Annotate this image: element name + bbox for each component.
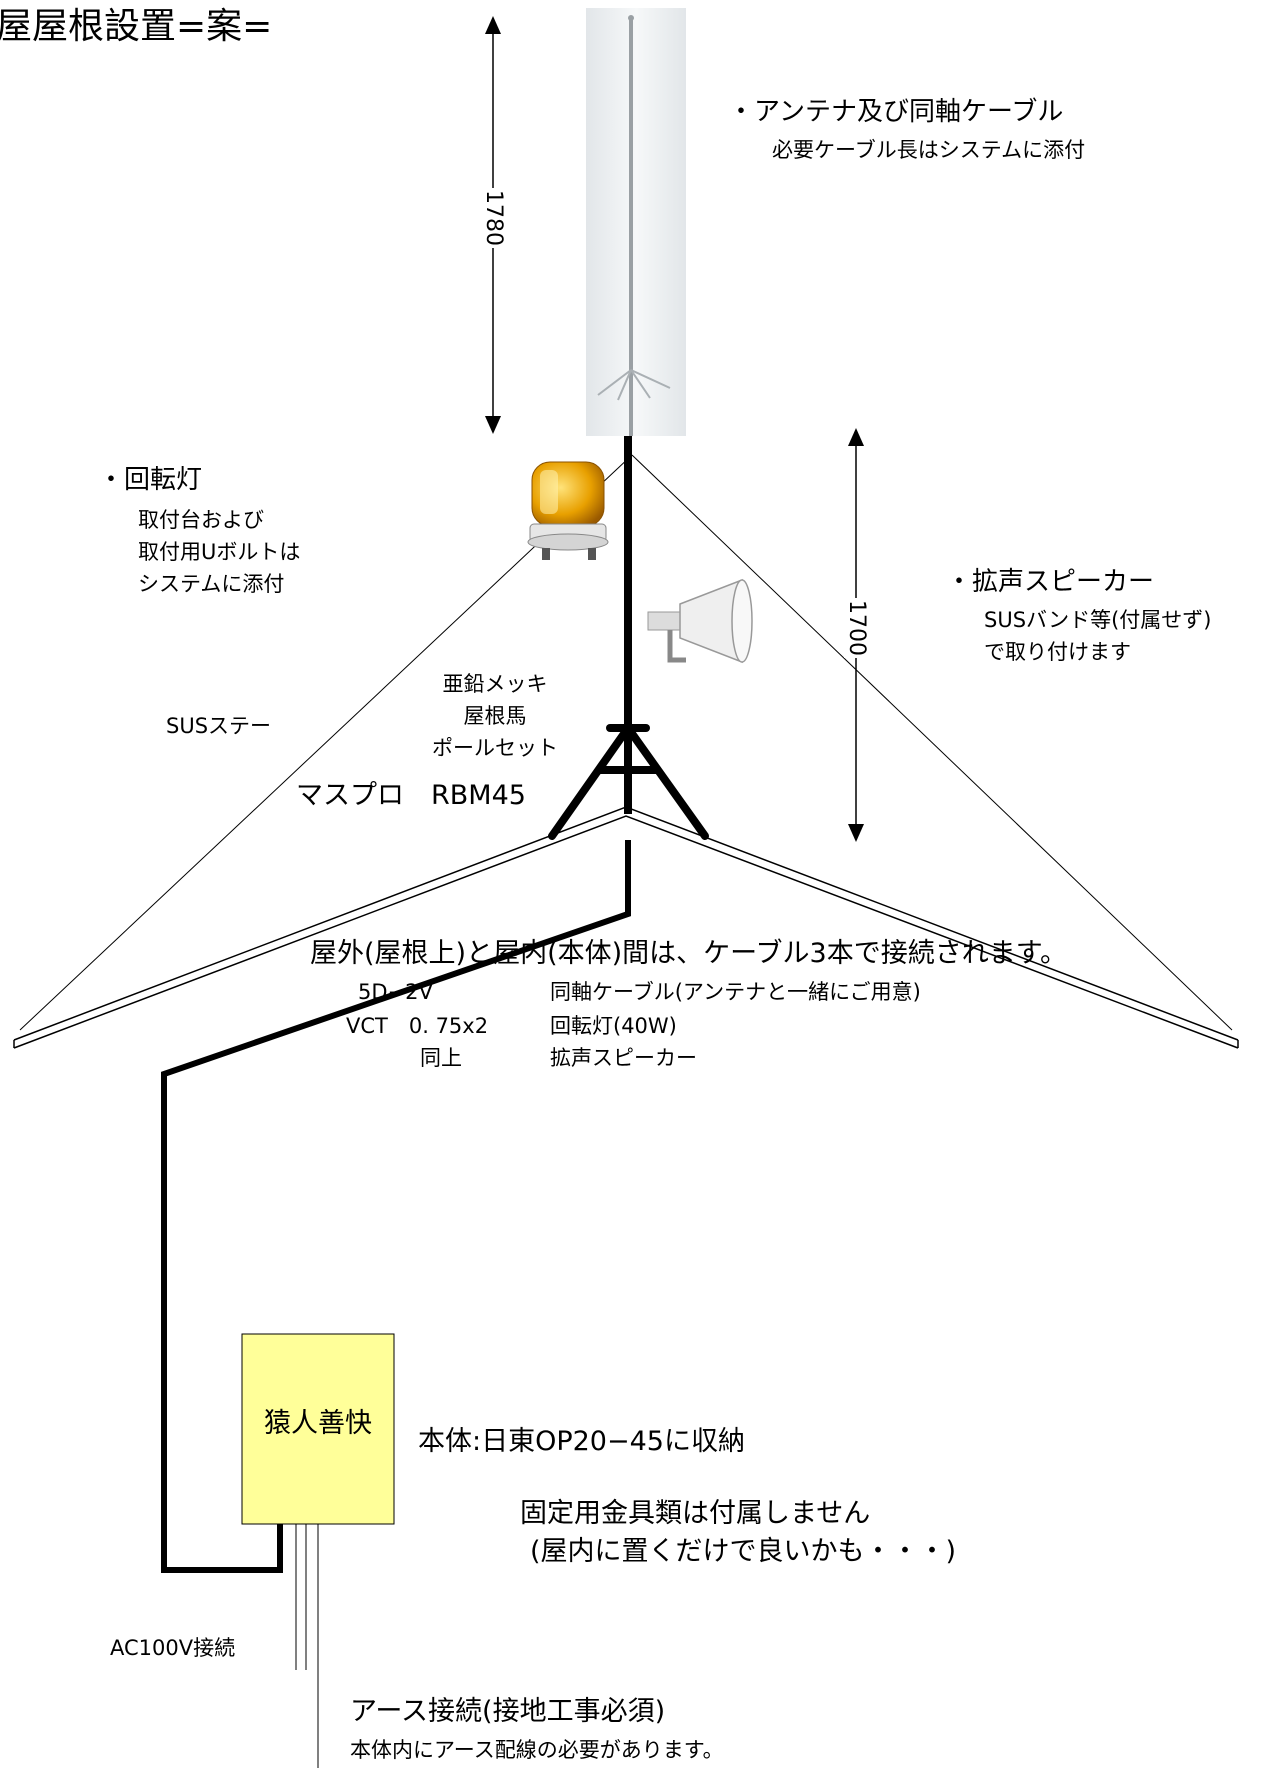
stay-wire-label: SUSステー <box>166 714 272 738</box>
dimension-label-pole: 1700 <box>843 598 869 658</box>
roof-inner-line <box>13 815 1239 1049</box>
antenna-radials <box>597 369 671 401</box>
beacon-label: ・回転灯 <box>98 465 203 495</box>
speaker-note-line: で取り付けます <box>984 640 1131 664</box>
horn-speaker-image <box>647 578 753 664</box>
roof-mount-tripod <box>548 724 709 840</box>
unit-note-line: (屋内に置くだけで良いかも・・・) <box>530 1536 957 1567</box>
beacon-note-line: 取付台および <box>138 508 264 532</box>
cable-heading: 屋外(屋根上)と屋内(本体)間は、ケーブル3本で接続されます。 <box>310 938 1067 969</box>
beacon-note-line: システムに添付 <box>138 572 285 596</box>
cable-use: 拡声スピーカー <box>550 1046 697 1070</box>
cable-type: 同上 <box>420 1046 462 1070</box>
mount-label-line: 屋根馬 <box>463 704 527 728</box>
main-unit-label: 猿人善快 <box>264 1408 372 1439</box>
dimension-arrow-bottom-antenna <box>485 416 501 434</box>
cable-use: 同軸ケーブル(アンテナと一緒にご用意) <box>550 980 921 1004</box>
antenna-note: 必要ケーブル長はシステムに添付 <box>772 138 1086 162</box>
page-title: 屋屋根設置=案= <box>0 6 273 47</box>
stay-wire-left <box>19 454 633 1031</box>
cable-type: 5D−2V <box>358 980 433 1004</box>
mast-pole <box>624 436 632 814</box>
beacon-note-line: 取付用Uボルトは <box>138 540 301 564</box>
rotating-beacon-image <box>527 461 609 560</box>
cable-type: VCT 0. 75x2 <box>346 1014 489 1038</box>
dimension-arrow-top-antenna <box>485 16 501 34</box>
antenna-label: ・アンテナ及び同軸ケーブル <box>728 97 1064 127</box>
speaker-label: ・拡声スピーカー <box>946 567 1155 597</box>
cable-use: 回転灯(40W) <box>550 1014 677 1038</box>
speaker-note-line: SUSバンド等(付属せず) <box>984 608 1212 632</box>
antenna-tip <box>628 15 634 21</box>
earth-note: 本体内にアース配線の必要があります。 <box>350 1738 724 1762</box>
dimension-arrow-bottom-pole <box>848 824 864 842</box>
unit-housing-label: 本体:日東OP20−45に収納 <box>418 1426 745 1457</box>
signal-cable <box>161 840 631 1573</box>
dimension-arrow-top-pole <box>848 428 864 446</box>
mount-model-label: マスプロ RBM45 <box>296 780 526 811</box>
mount-label-line: ポールセット <box>432 736 558 760</box>
antenna-photo-background <box>586 8 686 436</box>
stay-wire-right <box>631 454 1233 1031</box>
mount-label-line: 亜鉛メッキ <box>442 672 548 696</box>
power-label: AC100V接続 <box>110 1636 236 1660</box>
earth-label: アース接続(接地工事必須) <box>350 1696 666 1727</box>
dimension-label-antenna: 1780 <box>480 188 506 248</box>
unit-note-line: 固定用金具類は付属しません <box>520 1498 871 1529</box>
main-unit-box <box>241 1333 395 1525</box>
